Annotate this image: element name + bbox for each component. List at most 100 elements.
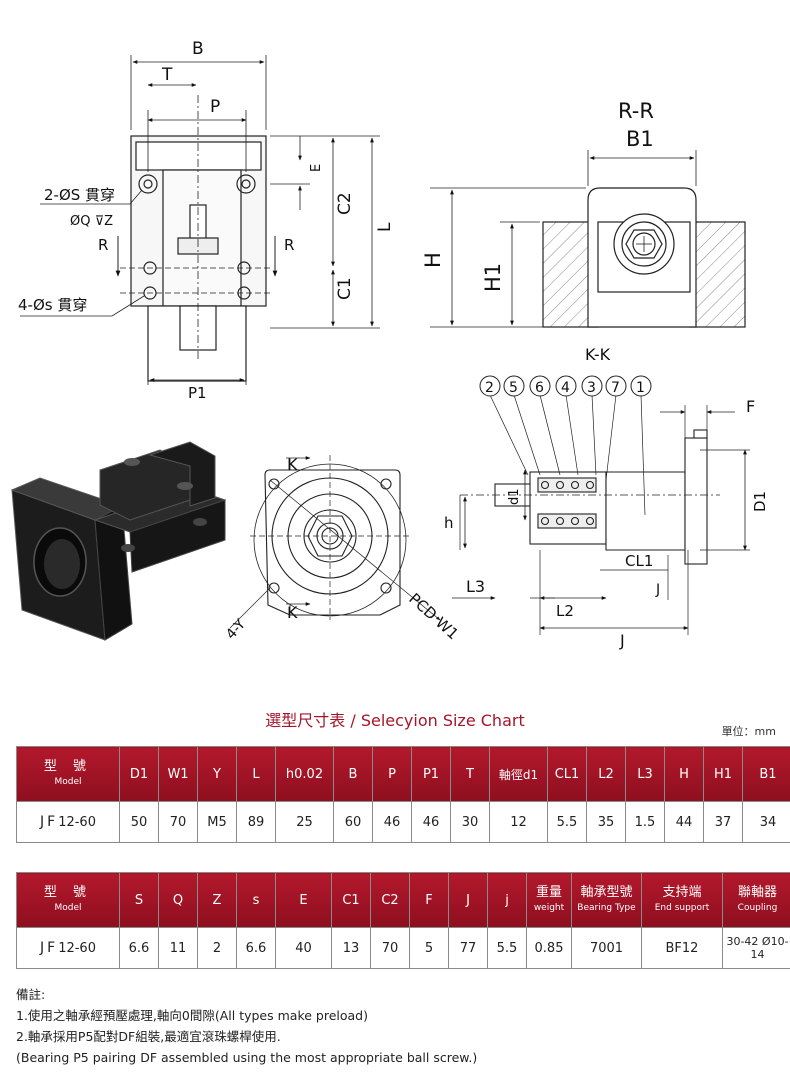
part-4: 4 [561,380,570,396]
table-cell: 0.85 [526,927,572,969]
table-cell: 50 [119,801,159,843]
label-d1: d1 [507,488,522,505]
table-1-header: W1 [158,746,198,802]
table-cell: 25 [275,801,334,843]
label-RR: R-R [618,99,654,123]
table-cell: 5.5 [487,927,527,969]
table-1-header: L3 [625,746,665,802]
table-1-model-cell: JF12-60 [16,801,120,843]
table-2-header: Q [158,872,198,928]
table-cell: M5 [197,801,237,843]
isometric-view [10,441,227,641]
table-cell: 70 [370,927,410,969]
table-2-header: F [409,872,449,928]
label-L3: L3 [466,577,485,596]
notes-heading: 備註: [16,987,46,1002]
part-1: 1 [636,380,645,396]
table-cell: 60 [333,801,373,843]
label-CL1: CL1 [625,552,653,570]
label-T: T [161,65,173,85]
label-J: J [619,631,625,650]
table-1-header: P [372,746,412,802]
table-cell: 11 [158,927,198,969]
k-view [229,455,441,629]
table-2-header: s [236,872,276,928]
label-F: F [746,397,755,416]
table-cell: 12 [489,801,548,843]
table-2-header: E [275,872,332,928]
table-cell: 44 [664,801,704,843]
table-1-header: h0.02 [275,746,334,802]
drawing-svg: B T P 2-ØS 貫穿 ØQ ⊽Z R R 4-Øs 貫穿 E C2 C1 … [10,39,769,650]
label-4Y: 4-Y [223,616,249,643]
label-s: 4-Øs 貫穿 [18,296,87,314]
table-cell: 13 [331,927,371,969]
label-P: P [210,97,220,117]
label-E: E [309,164,324,172]
table-cell: 6.6 [236,927,276,969]
table-cell: 46 [411,801,451,843]
table-2-header: Z [197,872,237,928]
table-2-header: j [487,872,527,928]
table-1-header: P1 [411,746,451,802]
table-1-header: L2 [586,746,626,802]
label-KK: K-K [585,345,611,364]
table-cell: 30-42 Ø10-14 [722,927,790,969]
label-K-bottom: K [287,603,298,622]
note-item: (Bearing P5 pairing DF assembled using t… [16,1050,478,1065]
part-5: 5 [509,380,518,396]
label-h: h [444,514,454,532]
label-K-top: K [287,455,298,474]
front-view-labels: B T P 2-ØS 貫穿 ØQ ⊽Z R R 4-Øs 貫穿 E C2 C1 … [18,39,395,402]
part-6: 6 [535,380,544,396]
table-1-header: H1 [703,746,743,802]
table-2-header: J [448,872,488,928]
rr-section-view [430,150,746,328]
label-L2: L2 [556,602,574,620]
table-2-row: JF12-60 6.6 11 2 6.6 40 13 70 5 77 5.5 0… [16,927,790,969]
table-cell: 30 [450,801,490,843]
table-cell: 46 [372,801,412,843]
part-7: 7 [611,380,620,396]
table-1-header: Y [197,746,237,802]
label-H: H [421,252,445,268]
note-item: 2.軸承採用P5配對DF組裝,最適宜滾珠螺桿使用. [16,1029,281,1044]
table-cell: 5.5 [547,801,587,843]
label-S: 2-ØS 貫穿 [44,186,115,204]
table-2-model-cell: JF12-60 [16,927,120,969]
front-view [20,55,380,385]
label-H1: H1 [481,263,505,292]
label-B1: B1 [626,127,654,151]
table-cell: 77 [448,927,488,969]
unit-label: 單位：mm [721,725,776,738]
table-1-header: B [333,746,373,802]
table-1-header: 軸徑d1 [489,746,548,802]
table-cell: 89 [236,801,276,843]
label-P1: P1 [188,384,207,402]
note-item: 1.使用之軸承經預壓處理,軸向0間隙(All types make preloa… [16,1008,368,1023]
table-cell: 7001 [571,927,642,969]
table-1-header: L [236,746,276,802]
size-chart-title: 選型尺寸表 / Selecyion Size Chart [265,711,525,730]
table-cell: 35 [586,801,626,843]
technical-drawing: B T P 2-ØS 貫穿 ØQ ⊽Z R R 4-Øs 貫穿 E C2 C1 … [10,39,769,650]
label-QZ: ØQ ⊽Z [70,214,113,229]
kk-section-labels: K-K 2 5 6 4 3 7 1 F D1 d1 h CL1 L3 L2 J … [444,345,769,650]
label-C1: C1 [335,277,355,300]
table-cell: 40 [275,927,332,969]
label-C2: C2 [335,192,355,215]
table-1-header: CL1 [547,746,587,802]
table-cell: BF12 [641,927,723,969]
label-J-small: J [655,582,660,598]
table-cell: 34 [742,801,790,843]
table-1-row: JF12-60 50 70 M5 89 25 60 46 46 30 12 5.… [16,801,790,843]
label-D1: D1 [751,491,769,512]
table-cell: 37 [703,801,743,843]
notes: 備註: 1.使用之軸承經預壓處理,軸向0間隙(All types make pr… [16,984,477,1068]
table-cell: 5 [409,927,449,969]
